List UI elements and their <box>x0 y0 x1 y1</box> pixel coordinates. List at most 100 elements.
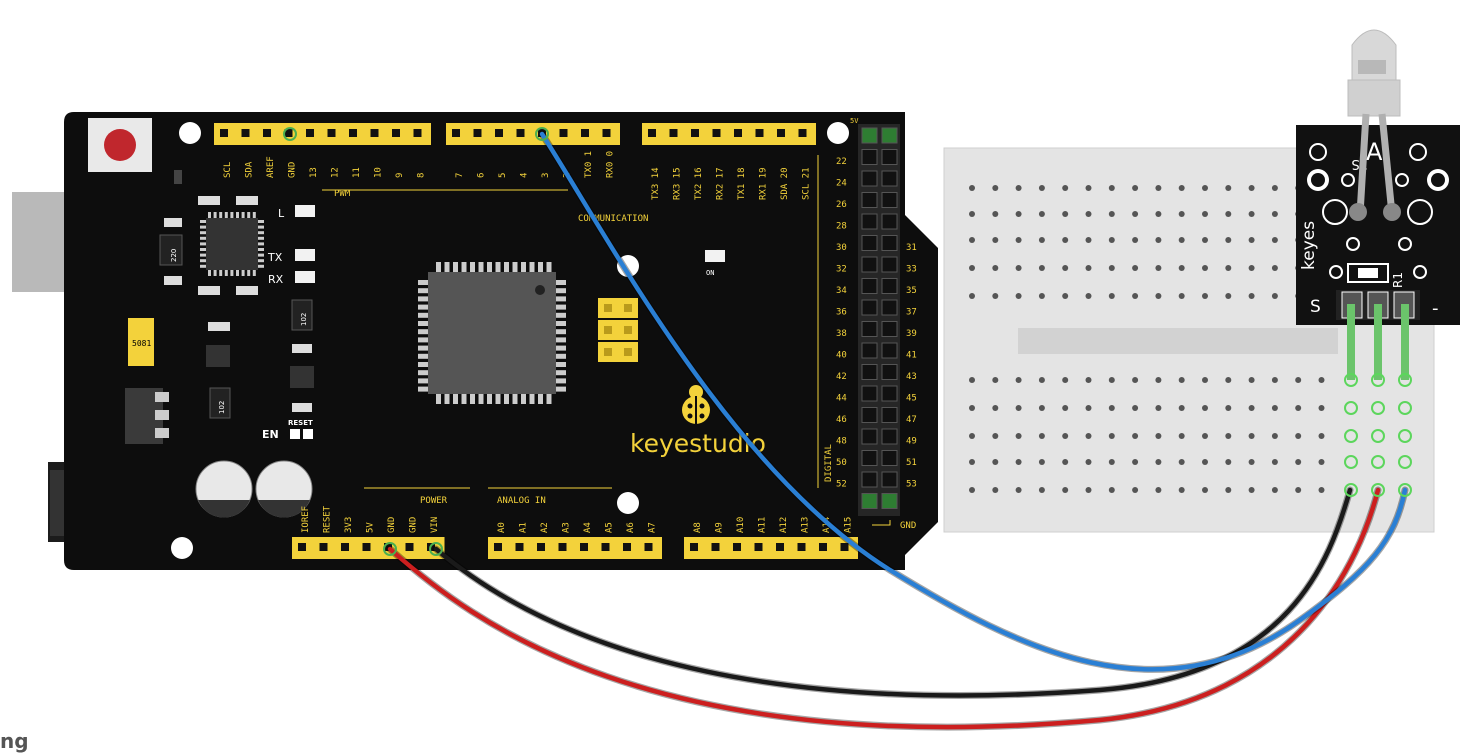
breadboard-hole <box>1271 293 1278 299</box>
breadboard-hole <box>1295 405 1302 411</box>
pin-label: A1 <box>519 522 529 533</box>
pin-label: 10 <box>374 167 384 178</box>
breadboard-hole <box>1202 459 1208 465</box>
breadboard-hole <box>1178 459 1185 465</box>
led-l-label: L <box>278 207 285 220</box>
breadboard-hole <box>1202 487 1208 493</box>
breadboard-hole <box>1295 459 1302 465</box>
breadboard-hole <box>1225 487 1232 493</box>
breadboard-hole <box>1085 237 1092 243</box>
breadboard-hole <box>969 405 975 411</box>
breadboard-hole <box>1132 459 1139 465</box>
breadboard-hole <box>1178 265 1185 271</box>
pin-label: A12 <box>779 517 789 533</box>
corner-text: ng <box>0 729 29 753</box>
breadboard-hole <box>1295 433 1302 439</box>
header-analog-a <box>488 537 662 559</box>
breadboard-hole <box>1108 185 1115 191</box>
wires <box>283 127 1409 731</box>
breadboard-hole <box>1178 211 1185 217</box>
breadboard-hole <box>1085 405 1092 411</box>
breadboard-hole <box>1155 237 1162 243</box>
pin-label: A8 <box>693 522 703 533</box>
breadboard-hole <box>1248 293 1255 299</box>
pin-label: A7 <box>648 522 658 533</box>
breadboard-hole <box>1178 405 1185 411</box>
pin-label: 6 <box>477 173 487 178</box>
breadboard-hole <box>1038 265 1045 271</box>
five-v-label: 5V <box>850 117 859 125</box>
en-label: EN <box>262 428 279 441</box>
pin-label: 22 <box>836 157 847 167</box>
breadboard-hole <box>1108 487 1115 493</box>
breadboard-hole <box>1178 185 1185 191</box>
breadboard-hole <box>1178 487 1185 493</box>
breadboard-hole <box>1248 265 1255 271</box>
breadboard-hole <box>969 487 975 493</box>
breadboard-hole <box>1132 433 1139 439</box>
pin-label: TX1 18 <box>737 167 747 200</box>
module-pin-minus-label: - <box>1432 298 1439 319</box>
pin-label: 5 <box>498 173 508 178</box>
breadboard-hole <box>1015 185 1022 191</box>
ir-receiver-dome <box>1347 29 1401 221</box>
crystal-label: 5081 <box>132 339 151 348</box>
breadboard-hole <box>1295 377 1302 383</box>
breadboard-hole <box>1062 433 1069 439</box>
breadboard-hole <box>1085 185 1092 191</box>
breadboard-hole <box>1295 487 1302 493</box>
pin-label: 32 <box>836 265 847 275</box>
breadboard-hole <box>1271 433 1278 439</box>
breadboard-hole <box>1318 459 1325 465</box>
arduino-mega-board: 5081 220 102 102 <box>64 112 938 570</box>
breadboard-hole <box>1085 433 1092 439</box>
breadboard-hole <box>1132 211 1139 217</box>
pin-label: RX3 15 <box>673 167 683 200</box>
breadboard-hole <box>1015 293 1022 299</box>
breadboard-hole <box>992 265 999 271</box>
breadboard-hole <box>1108 405 1115 411</box>
pin-label: TX3 14 <box>651 167 661 200</box>
pin-label: 4 <box>520 173 530 178</box>
breadboard-hole <box>1225 377 1232 383</box>
breadboard-hole <box>1248 185 1255 191</box>
pin-label: 12 <box>331 167 341 178</box>
usb-chip <box>206 218 258 270</box>
pin-label: 5V <box>366 522 376 533</box>
breadboard-hole <box>1248 459 1255 465</box>
breadboard-hole <box>1085 211 1092 217</box>
pin-label: 11 <box>352 167 362 178</box>
pin-label: 9 <box>395 173 405 178</box>
breadboard-hole <box>1318 377 1325 383</box>
breadboard-hole <box>1155 433 1162 439</box>
breadboard-hole <box>1015 237 1022 243</box>
pin-label: 50 <box>836 458 847 468</box>
breadboard-hole <box>1108 265 1115 271</box>
breadboard-hole <box>1271 265 1278 271</box>
pin-label: 3V3 <box>344 517 354 533</box>
pin-label: 37 <box>906 308 917 318</box>
breadboard-hole <box>1155 377 1162 383</box>
pin-label: A4 <box>583 522 593 533</box>
led-tx-label: TX <box>267 251 283 264</box>
breadboard-hole <box>1271 377 1278 383</box>
pin-label: 33 <box>906 265 917 275</box>
pin-label: IOREF <box>301 506 311 533</box>
breadboard-hole <box>992 459 999 465</box>
ladybug-icon <box>682 385 710 424</box>
pin-label: A10 <box>736 517 746 533</box>
breadboard-hole <box>969 433 975 439</box>
breadboard-hole <box>1132 405 1139 411</box>
pin-label: A11 <box>758 517 768 533</box>
breadboard-hole <box>1038 487 1045 493</box>
breadboard-hole <box>1178 433 1185 439</box>
pin-label: 42 <box>836 372 847 382</box>
breadboard-hole <box>1062 237 1069 243</box>
breadboard-hole <box>1318 433 1325 439</box>
module-pin <box>1401 304 1409 380</box>
breadboard-hole <box>1038 185 1045 191</box>
breadboard-hole <box>1132 237 1139 243</box>
pin-label: A5 <box>605 522 615 533</box>
breadboard-hole <box>1202 237 1208 243</box>
gnd-label: GND <box>900 521 916 531</box>
